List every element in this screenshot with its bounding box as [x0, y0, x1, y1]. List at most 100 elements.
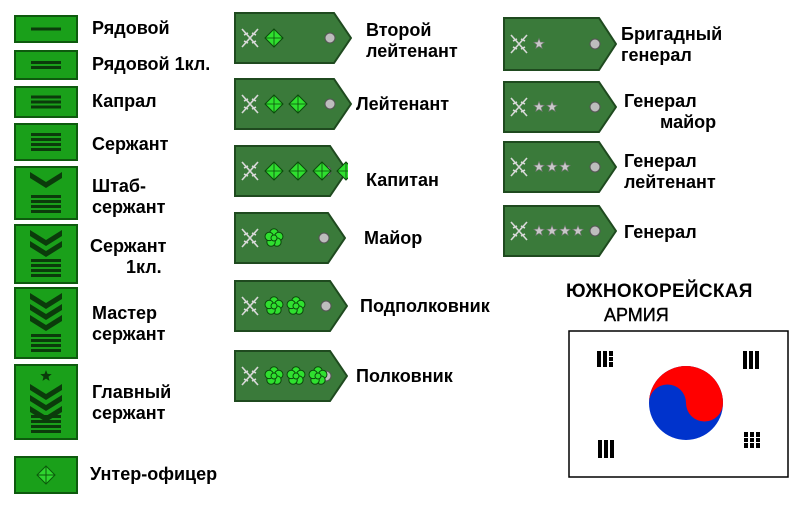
general-rank-label-line-1: Генерал [624, 222, 697, 242]
enlisted-rank-label-line-2: сержант [92, 403, 166, 423]
enlisted-rank-label-line-2: 1кл. [126, 257, 162, 277]
blossom-icon [264, 296, 284, 315]
enlisted-rank-label-line-1: Мастер [92, 303, 158, 323]
general-rank-label-line-1: Генерал [624, 151, 697, 171]
enlisted-patch [14, 364, 78, 440]
officer-rank-label-line-1: Полковник [356, 366, 453, 386]
star-icon [545, 224, 559, 237]
button-icon [324, 98, 336, 110]
enlisted-patch [14, 123, 78, 161]
laurel-icon [510, 157, 528, 177]
officer-rank-label-line-2: лейтенант [366, 41, 458, 61]
enlisted-rank-label-line-2: сержант [92, 197, 166, 217]
blossom-icon [286, 366, 306, 385]
laurel-icon [241, 296, 259, 316]
button-icon [320, 300, 332, 312]
blossom-icon [308, 366, 328, 385]
button-icon [589, 38, 601, 50]
rank-stripe [31, 105, 61, 109]
star-icon [532, 100, 546, 113]
rank-stripe [31, 425, 61, 428]
enlisted-patch [14, 166, 78, 220]
star-icon [558, 224, 572, 237]
rank-stripe [31, 138, 61, 141]
rank-stripe [31, 259, 61, 262]
rank-stripe [31, 195, 61, 198]
blossom-icon [264, 366, 284, 385]
star-icon [558, 160, 572, 173]
rank-stripe [31, 334, 61, 337]
enlisted-patch [14, 86, 78, 118]
officer-shoulder-board [234, 350, 348, 402]
trigram-bottom-left [598, 440, 614, 458]
laurel-icon [510, 34, 528, 54]
rank-stripe [31, 344, 61, 347]
button-icon [589, 101, 601, 113]
general-rank-label-line-2: генерал [621, 45, 692, 65]
rank-chevron [30, 293, 62, 309]
button-icon [589, 161, 601, 173]
star-icon [532, 160, 546, 173]
blossom-icon [286, 296, 306, 315]
enlisted-patch [14, 287, 78, 359]
button-icon [589, 225, 601, 237]
officer-shoulder-board [234, 280, 348, 332]
star-icon [545, 100, 559, 113]
rank-stripe [31, 95, 61, 99]
laurel-icon [241, 28, 259, 48]
rank-chevron [30, 315, 62, 331]
rank-stripe [31, 27, 61, 31]
rank-chevron [30, 241, 62, 257]
enlisted-patch [14, 456, 78, 494]
rank-chevron [30, 230, 62, 246]
laurel-icon [241, 94, 259, 114]
star-icon [40, 370, 52, 381]
rank-chevron [30, 304, 62, 320]
enlisted-rank-label-line-1: Рядовой 1кл. [92, 54, 211, 74]
enlisted-patch [14, 15, 78, 43]
officer-rank-label-line-1: Подполковник [360, 296, 490, 316]
trigram-top-right [743, 351, 759, 369]
rank-chevron [30, 406, 62, 422]
officer-shoulder-board [234, 145, 348, 197]
enlisted-rank-label-line-1: Сержант [92, 134, 169, 154]
rank-chevron [30, 172, 62, 188]
enlisted-rank-label-line-1: Унтер-офицер [90, 464, 218, 484]
general-rank-label-line-2: майор [660, 112, 717, 132]
trigram-top-left [597, 351, 613, 367]
rank-stripe [31, 66, 61, 69]
enlisted-rank-label-line-2: сержант [92, 324, 166, 344]
rank-stripe [31, 133, 61, 136]
general-rank-label-line-2: лейтенант [624, 172, 716, 192]
officer-rank-label-line-1: Второй [366, 20, 432, 40]
star-icon [571, 224, 585, 237]
rank-stripe [31, 264, 61, 267]
enlisted-rank-label-line-1: Главный [92, 382, 172, 402]
button-icon [324, 32, 336, 44]
rank-chevron [30, 395, 62, 411]
rank-stripe [31, 100, 61, 104]
laurel-icon [510, 97, 528, 117]
taeguk-emblem [649, 366, 723, 440]
rank-stripe [31, 148, 61, 151]
rank-stripe [31, 339, 61, 342]
officer-rank-label-line-1: Лейтенант [356, 94, 450, 114]
blossom-icon [264, 228, 284, 247]
enlisted-rank-label-line-1: Штаб- [92, 176, 147, 196]
rank-stripe [31, 143, 61, 146]
button-icon [318, 232, 330, 244]
rank-stripe [31, 274, 61, 277]
rank-stripe [31, 205, 61, 208]
star-icon [532, 224, 546, 237]
laurel-icon [510, 221, 528, 241]
general-shoulder-board [503, 17, 617, 71]
south-korea-flag [568, 330, 789, 478]
enlisted-patch [14, 224, 78, 284]
star-icon [532, 37, 546, 50]
rank-stripe [31, 61, 61, 64]
rank-stripe [31, 349, 61, 352]
enlisted-rank-label-line-1: Сержант [90, 236, 167, 256]
general-rank-label-line-1: Генерал [624, 91, 697, 111]
general-rank-label-line-1: Бригадный [621, 24, 723, 44]
officer-shoulder-board [234, 78, 352, 130]
